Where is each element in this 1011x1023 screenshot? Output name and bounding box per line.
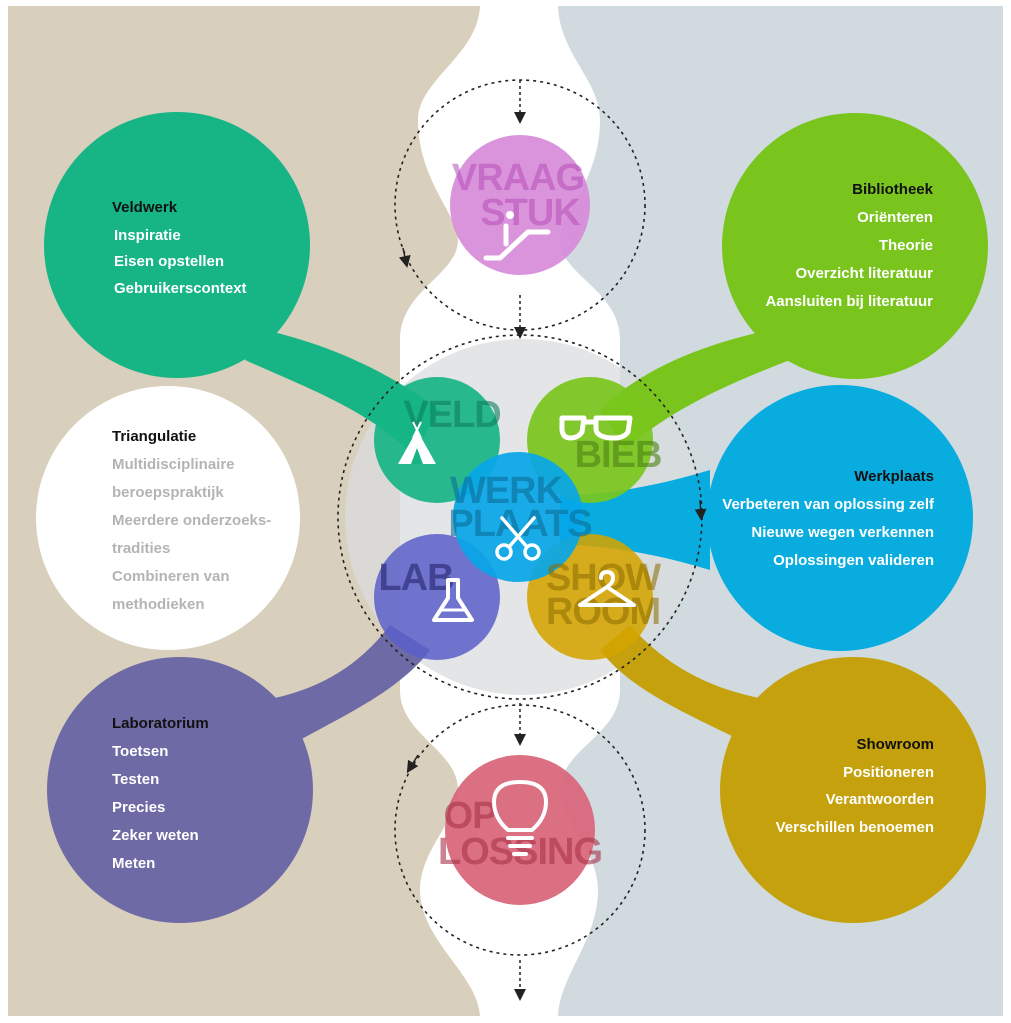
werkplaats-circle [453, 452, 583, 582]
werkplaats-item-2: Nieuwe wegen verkennen [751, 524, 934, 541]
showroom-item-1: Positioneren [843, 764, 934, 781]
veldwerk-item-1: Inspiratie [114, 227, 181, 244]
laboratorium-item-1: Toetsen [112, 743, 168, 760]
showroom-label-line2: ROOM [546, 591, 660, 633]
cycle-arrow-vraagstuk [398, 247, 411, 268]
werkplaats-title: Werkplaats [854, 468, 934, 485]
bibliotheek-title: Bibliotheek [852, 181, 934, 198]
cycle-arrow-werkplaats [694, 499, 707, 521]
triangulatie-item-4: tradities [112, 540, 170, 557]
vraagstuk-label-line2: STUK [480, 192, 581, 234]
veldwerk-item-3: Gebruikerscontext [114, 280, 247, 297]
showroom-bubble [600, 625, 986, 923]
triangulatie-item-2: beroepspraktijk [112, 484, 224, 501]
werkplaats-label: WERK PLAATS [448, 470, 592, 545]
triangulatie-item-6: methodieken [112, 596, 205, 613]
bieb-label: BIEB [575, 434, 662, 476]
triangulatie-item-3: Meerdere onderzoeks- [112, 512, 271, 529]
veldwerk-item-2: Eisen opstellen [114, 253, 224, 270]
showroom-label-line1: SHOW [546, 557, 661, 599]
laboratorium-item-2: Testen [112, 771, 159, 788]
showroom-title: Showroom [857, 736, 935, 753]
veld-circle [374, 377, 500, 503]
werkplaats-item-1: Verbeteren van oplossing zelf [722, 496, 935, 513]
laboratorium-item-3: Precies [112, 799, 165, 816]
tent-icon [398, 421, 436, 464]
glasses-icon [559, 415, 633, 441]
triangulatie-item-5: Combineren van [112, 568, 230, 585]
showroom-label: SHOW ROOM [546, 557, 662, 633]
veld-label: VELD [403, 394, 500, 436]
triangulatie-item-1: Multidisciplinaire [112, 456, 235, 473]
triangulatie-title: Triangulatie [112, 428, 196, 445]
veldwerk-title: Veldwerk [112, 199, 178, 216]
cycle-arrow-oplossing [406, 754, 419, 774]
bibliotheek-item-2: Theorie [879, 237, 933, 254]
oplossing-label-line1: OP [444, 795, 498, 837]
triangulatie-bubble [36, 386, 300, 650]
bibliotheek-item-3: Overzicht literatuur [795, 265, 933, 282]
vraagstuk-circle [450, 135, 590, 275]
scissors-icon [495, 516, 541, 561]
vraagstuk-label-line1: VRAAG [452, 157, 584, 199]
showroom-item-3: Verschillen benoemen [776, 819, 934, 836]
bibliotheek-item-4: Aansluiten bij literatuur [765, 293, 933, 310]
laboratorium-item-5: Meten [112, 855, 155, 872]
werkplaats-label-line1: WERK [450, 470, 564, 512]
lightbulb-icon [491, 779, 549, 856]
escalator-icon [483, 211, 551, 261]
flask-icon [432, 578, 474, 622]
laboratorium-bubble [47, 625, 430, 923]
lab-circle [374, 534, 500, 660]
hanger-icon [578, 570, 636, 607]
werkplaats-item-3: Oplossingen valideren [773, 552, 934, 569]
lab-label: LAB [378, 557, 453, 599]
laboratorium-item-4: Zeker weten [112, 827, 199, 844]
bibliotheek-item-1: Oriënteren [857, 209, 933, 226]
laboratorium-title: Laboratorium [112, 715, 209, 732]
vraagstuk-label: VRAAG STUK [452, 157, 585, 234]
showroom-item-2: Verantwoorden [826, 791, 934, 808]
